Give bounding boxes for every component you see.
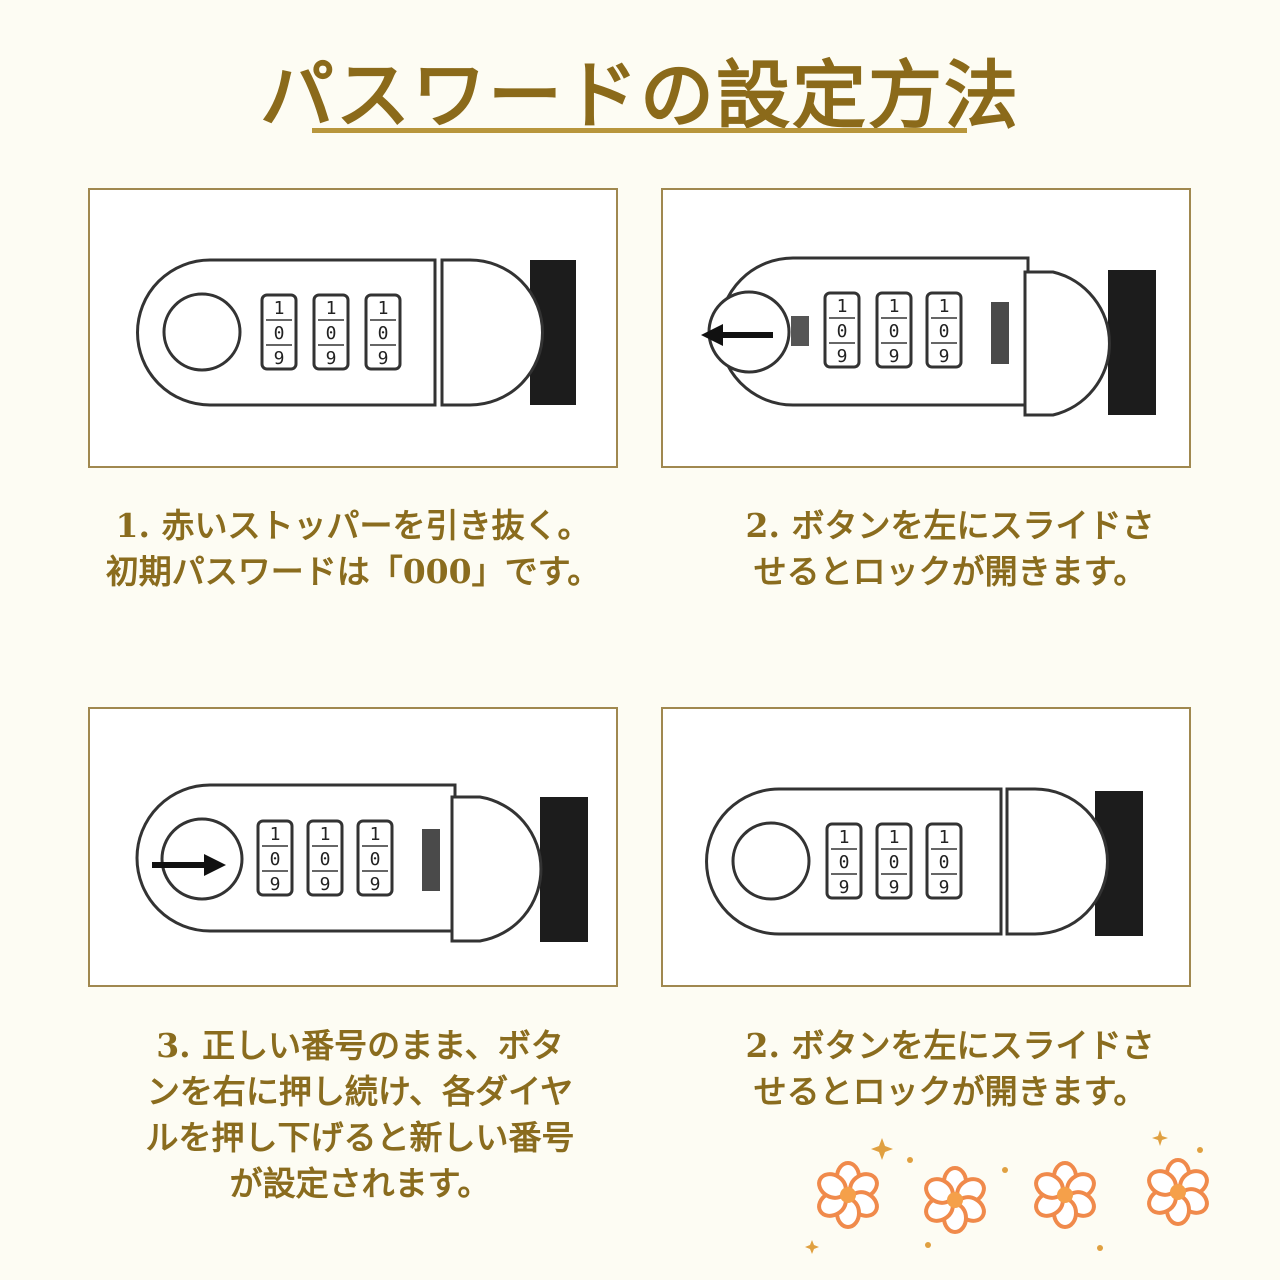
arrow-right-head xyxy=(204,854,226,876)
lock-latch xyxy=(450,795,543,943)
dial-digit: 1 xyxy=(270,824,281,845)
dial-digit: 9 xyxy=(270,874,281,895)
flower-icon xyxy=(812,1161,884,1229)
step-4-illustration: 1 0 9 1 0 9 1 0 9 xyxy=(661,707,1191,987)
dial-digit: 1 xyxy=(889,827,900,848)
flower-icon xyxy=(919,1166,991,1234)
step-1-caption: 1. 赤いストッパーを引き抜く。 初期パスワードは「000」です。 xyxy=(73,503,633,595)
lock-diagram-2: 1 0 9 1 0 9 1 0 9 xyxy=(701,256,1156,417)
step-3-illustration: 1 0 9 1 0 9 1 0 9 xyxy=(88,707,618,987)
slide-button xyxy=(791,316,809,346)
dial-group: 1 0 9 1 0 9 1 0 9 xyxy=(823,291,963,369)
lock-diagram-1: 1 0 9 1 0 9 1 0 9 xyxy=(136,258,576,407)
caption-line: 初期パスワードは「000」です。 xyxy=(105,552,601,591)
indicator-slot xyxy=(991,302,1009,364)
flower-decoration xyxy=(805,1130,1214,1254)
dial-digit: 9 xyxy=(837,346,848,367)
lock-diagram-4: 1 0 9 1 0 9 1 0 9 xyxy=(705,787,1143,936)
lock-latch xyxy=(1005,787,1109,936)
flower-icon xyxy=(1142,1158,1214,1226)
caption-line: せるとロックが開きます。 xyxy=(753,1072,1147,1111)
dial-digit: 0 xyxy=(839,852,850,873)
dial-digit: 9 xyxy=(378,348,389,369)
dial-digit: 1 xyxy=(326,298,337,319)
dial-digit: 1 xyxy=(320,824,331,845)
dial-digit: 1 xyxy=(939,296,950,317)
caption-line: 2. ボタンを左にスライドさ xyxy=(745,506,1155,545)
lock-latch xyxy=(440,258,544,407)
dial-digit: 1 xyxy=(370,824,381,845)
caption-line: 3. 正しい番号のまま、ボタ xyxy=(156,1026,564,1065)
dial-digit: 9 xyxy=(889,346,900,367)
caption-line: 1. 赤いストッパーを引き抜く。 xyxy=(115,506,591,545)
dial-digit: 1 xyxy=(939,827,950,848)
dial-digit: 1 xyxy=(889,296,900,317)
lock-back-block xyxy=(1108,270,1156,415)
dial-group: 1 0 9 1 0 9 1 0 9 xyxy=(825,822,963,900)
lock-latch xyxy=(1023,270,1111,417)
step-2-illustration: 1 0 9 1 0 9 1 0 9 xyxy=(661,188,1191,468)
flower-icon xyxy=(1029,1161,1101,1229)
caption-line: せるとロックが開きます。 xyxy=(753,552,1147,591)
dial-digit: 0 xyxy=(326,323,337,344)
caption-line: ルを押し下げると新しい番号 xyxy=(145,1118,575,1157)
dial-digit: 0 xyxy=(270,849,281,870)
lock-diagram-3: 1 0 9 1 0 9 1 0 9 xyxy=(135,783,588,943)
step-2-caption: 2. ボタンを左にスライドさ せるとロックが開きます。 xyxy=(670,503,1230,595)
dial-digit: 0 xyxy=(378,323,389,344)
dial-digit: 9 xyxy=(839,877,850,898)
dial-digit: 0 xyxy=(889,852,900,873)
dial-digit: 9 xyxy=(370,874,381,895)
page-title: パスワードの設定方法 xyxy=(260,53,1020,139)
dial-digit: 0 xyxy=(837,321,848,342)
title-underline xyxy=(312,128,967,133)
caption-line: ンを右に押し続け、各ダイヤ xyxy=(146,1072,574,1111)
dial-digit: 9 xyxy=(939,877,950,898)
dial-digit: 0 xyxy=(320,849,331,870)
caption-line: 2. ボタンを左にスライドさ xyxy=(745,1026,1155,1065)
dial-group: 1 0 9 1 0 9 1 0 9 xyxy=(256,819,394,897)
dial-digit: 9 xyxy=(274,348,285,369)
indicator-slot xyxy=(422,829,440,891)
keyhole-circle xyxy=(731,821,811,901)
lock-back-block xyxy=(540,797,588,942)
keyhole-circle xyxy=(160,817,244,901)
dial-digit: 0 xyxy=(274,323,285,344)
dial-digit: 0 xyxy=(370,849,381,870)
dial-digit: 1 xyxy=(274,298,285,319)
dial-digit: 9 xyxy=(889,877,900,898)
dial-digit: 0 xyxy=(939,852,950,873)
step-4-caption: 2. ボタンを左にスライドさ せるとロックが開きます。 xyxy=(670,1023,1230,1115)
step-1-illustration: 1 0 9 1 0 9 1 0 9 xyxy=(88,188,618,468)
dial-digit: 1 xyxy=(378,298,389,319)
dial-digit: 9 xyxy=(939,346,950,367)
step-3-caption: 3. 正しい番号のまま、ボタ ンを右に押し続け、各ダイヤ ルを押し下げると新しい… xyxy=(80,1023,640,1207)
dial-digit: 0 xyxy=(939,321,950,342)
dial-group: 1 0 9 1 0 9 1 0 9 xyxy=(260,293,402,371)
dial-digit: 9 xyxy=(326,348,337,369)
arrow-left-head xyxy=(701,324,723,346)
dial-digit: 1 xyxy=(837,296,848,317)
caption-line: が設定されます。 xyxy=(229,1164,491,1203)
dial-digit: 9 xyxy=(320,874,331,895)
dial-digit: 0 xyxy=(889,321,900,342)
keyhole-circle xyxy=(162,292,242,372)
sparkle-icons xyxy=(805,1130,1203,1254)
dial-digit: 1 xyxy=(839,827,850,848)
